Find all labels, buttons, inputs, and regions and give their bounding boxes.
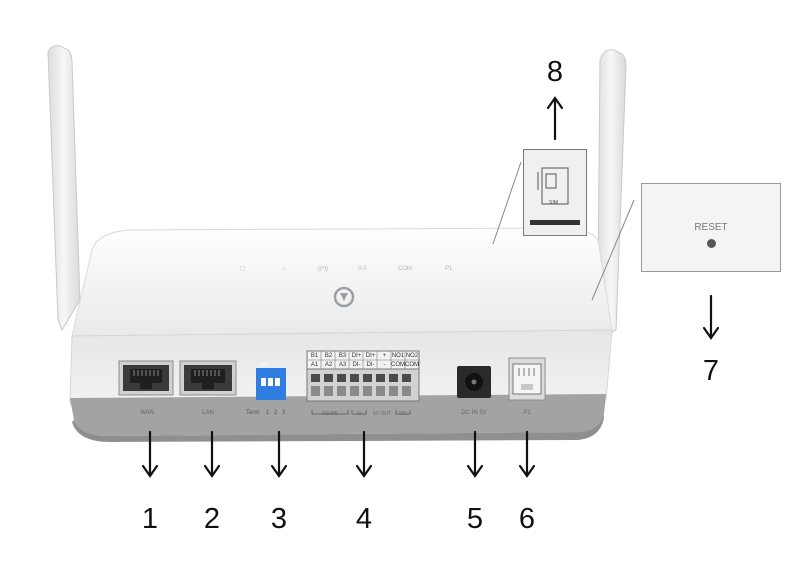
terminal-label: NO1	[391, 353, 405, 359]
rs485-label: RS485	[322, 411, 338, 417]
lan-label: LAN	[202, 410, 214, 416]
do-label: DO	[399, 411, 407, 417]
indicator-p1-label: P1	[445, 266, 453, 272]
term-label: Term	[246, 410, 260, 416]
callout-arrows	[141, 96, 720, 478]
brand-logo	[333, 286, 355, 308]
sim-slot-zoom: SIM	[523, 149, 587, 236]
terminal-label: +	[382, 353, 387, 359]
callout-number-3: 3	[270, 503, 288, 535]
callout-number-5: 5	[466, 503, 484, 535]
indicator-wifi-icon: ((•))	[318, 266, 328, 272]
callout-number-1: 1	[141, 503, 159, 535]
lan-port[interactable]	[179, 360, 237, 396]
indicator-row: ◻ ⌂ ((•)) 0-0 COM P1	[240, 266, 453, 272]
reset-leader-line	[591, 199, 635, 301]
p1-label: P1	[523, 410, 531, 416]
terminal-label: COM	[405, 362, 419, 368]
arrow-2	[203, 430, 221, 478]
terminal-label: DI-	[352, 362, 361, 368]
terminal-label: B2	[324, 353, 333, 359]
p1-port[interactable]	[508, 357, 546, 401]
callout-number-6: 6	[518, 503, 536, 535]
arrow-7	[702, 294, 720, 340]
arrow-3	[270, 430, 288, 478]
indicator-com-label: COM	[398, 266, 412, 272]
terminal-label: COM	[391, 362, 405, 368]
sim-label: SIM	[549, 200, 558, 206]
wan-label: WAN	[140, 410, 154, 416]
terminal-label: A1	[310, 362, 319, 368]
terminal-label: B1	[310, 353, 319, 359]
terminal-block[interactable]	[306, 350, 420, 415]
terminal-label: -	[383, 362, 386, 368]
callout-number-7: 7	[702, 355, 720, 387]
terminal-label: NO2	[405, 353, 419, 359]
dip-number: 3	[282, 410, 286, 416]
out-label: 5V OUT	[372, 411, 392, 417]
reset-button[interactable]	[707, 239, 716, 248]
wan-port[interactable]	[118, 360, 174, 396]
indicator-power-icon: ◻	[240, 266, 245, 272]
dip-switch[interactable]	[256, 368, 286, 400]
di-label: DI	[356, 411, 362, 417]
callout-number-2: 2	[203, 503, 221, 535]
arrow-5	[466, 430, 484, 478]
dip-number: 2	[274, 410, 278, 416]
dip-on-label: ON	[260, 363, 268, 369]
terminal-label: A2	[324, 362, 333, 368]
terminal-label: DI+	[351, 353, 362, 359]
arrow-4	[355, 430, 373, 478]
arrow-8	[546, 96, 564, 141]
terminal-label: DI+	[365, 353, 376, 359]
right-antenna	[595, 49, 627, 341]
reset-zoom: RESET	[641, 183, 781, 272]
terminal-label: A3	[338, 362, 347, 368]
arrow-1	[141, 430, 159, 478]
dc-power-jack[interactable]	[457, 366, 491, 398]
terminal-label: DI-	[366, 362, 375, 368]
indicator-link-icon: 0-0	[358, 266, 367, 272]
terminal-label: B3	[338, 353, 347, 359]
dc-in-label: DC IN 5V	[461, 410, 487, 416]
reset-label: RESET	[694, 222, 728, 233]
arrow-6	[518, 430, 536, 478]
callout-number-8: 8	[546, 56, 564, 88]
indicator-cloud-icon: ⌂	[282, 266, 286, 272]
sim-leader-line	[492, 161, 522, 245]
sim-slot-drawing	[530, 167, 580, 225]
dip-number: 1	[266, 410, 270, 416]
left-antenna	[47, 45, 81, 332]
callout-number-4: 4	[355, 503, 373, 535]
